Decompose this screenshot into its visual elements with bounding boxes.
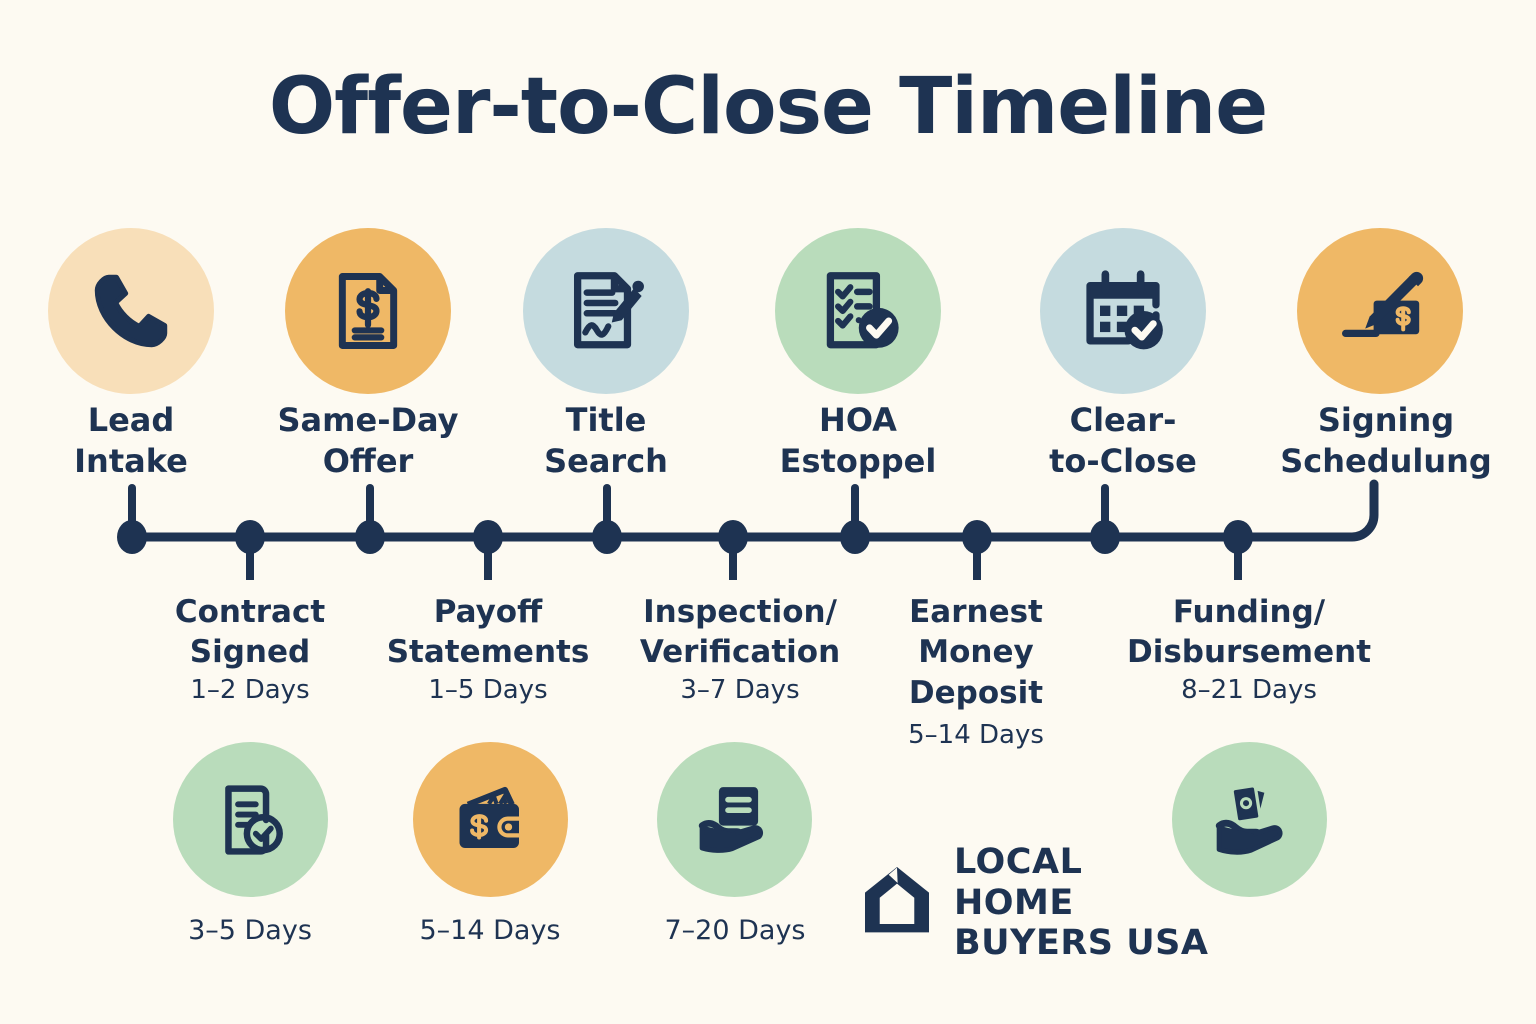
duration-icon-document-check (173, 742, 328, 897)
bottom-stage-duration-4: 8–21 Days (1181, 675, 1317, 705)
stage-icon-signing-scheduling (1297, 228, 1463, 394)
bottom-stage-label-4: Funding/ Disbursement (1126, 594, 1372, 671)
timeline-node (1090, 520, 1120, 554)
bottom-stage-duration-1: 1–5 Days (428, 675, 548, 705)
timeline-node (840, 520, 870, 554)
timeline-node (355, 520, 385, 554)
hand-cash-icon (1207, 777, 1293, 863)
duration-icon-wallet (413, 742, 568, 897)
top-stage-label-3: HOA Estoppel (779, 401, 937, 480)
phone-icon (85, 265, 177, 357)
stage-icon-hoa-estoppel (775, 228, 941, 394)
duration-icon-hand-cash (1172, 742, 1327, 897)
bottom-stage-duration-3: 5–14 Days (908, 720, 1044, 750)
timeline-node (473, 520, 503, 554)
timeline-node (962, 520, 992, 554)
icon-duration-2: 7–20 Days (664, 915, 806, 946)
bottom-stage-duration-0: 1–2 Days (190, 675, 310, 705)
bottom-stage-label-3: Earnest Money Deposit (908, 594, 1044, 711)
icon-duration-1: 5–14 Days (419, 915, 561, 946)
timeline-node (718, 520, 748, 554)
document-pen-icon (560, 265, 652, 357)
bottom-stage-label-1: Payoff Statements (386, 594, 590, 671)
timeline-node (1223, 520, 1253, 554)
top-stage-label-2: Title Search (544, 401, 668, 480)
bottom-stage-label-2: Inspection/ Verification (639, 594, 841, 671)
pen-money-icon (1332, 263, 1428, 359)
wallet-dollar-icon (449, 778, 533, 862)
hand-document-icon (693, 778, 777, 862)
stage-icon-clear-to-close (1040, 228, 1206, 394)
top-stage-label-1: Same-Day Offer (277, 401, 459, 480)
top-stage-label-4: Clear- to-Close (1049, 401, 1197, 480)
house-icon (858, 860, 936, 945)
page-title: Offer-to-Close Timeline (268, 62, 1268, 152)
bottom-stage-duration-2: 3–7 Days (680, 675, 800, 705)
top-stage-label-0: Lead Intake (74, 401, 188, 480)
timeline-track (117, 479, 1379, 580)
stage-icon-same-day-offer (285, 228, 451, 394)
checklist-check-icon (812, 265, 904, 357)
calendar-check-icon (1077, 265, 1169, 357)
stage-icon-lead-intake (48, 228, 214, 394)
document-check-icon (210, 779, 292, 861)
document-dollar-icon (324, 267, 412, 355)
logo-line-2: HOME (954, 882, 1074, 923)
duration-icon-hand-document (657, 742, 812, 897)
brand-logo: LOCAL HOME BUYERS USA (858, 842, 1208, 964)
logo-line-3: BUYERS USA (954, 923, 1209, 964)
icon-duration-0: 3–5 Days (188, 915, 312, 946)
top-stage-label-5: Signing Schedulung (1280, 401, 1492, 480)
timeline-node (117, 520, 147, 554)
logo-line-1: LOCAL (954, 842, 1083, 882)
stage-icon-title-search (523, 228, 689, 394)
timeline-node (592, 520, 622, 554)
bottom-stage-label-0: Contract Signed (174, 594, 326, 671)
timeline-node (235, 520, 265, 554)
